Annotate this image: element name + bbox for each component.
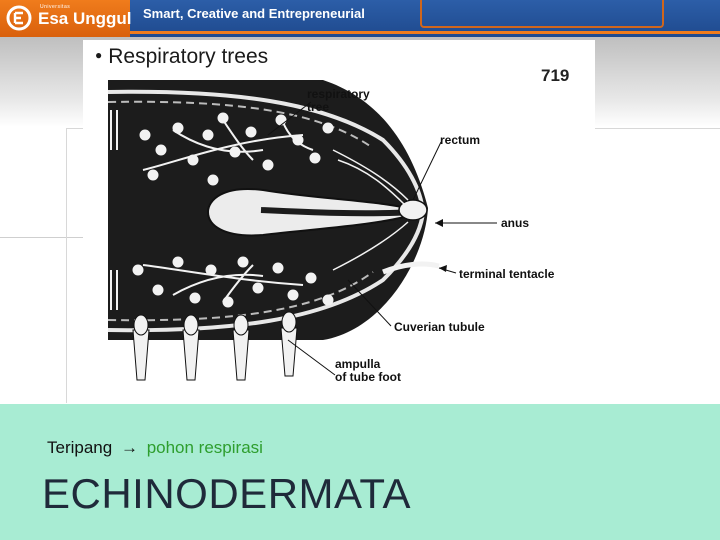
label-terminal-tentacle: terminal tentacle <box>459 268 554 281</box>
respiratory-tree-figure: ●Respiratory trees 719 respiratory tree … <box>83 40 595 404</box>
label-anus: anus <box>501 217 529 230</box>
label-ampulla: ampulla of tube foot <box>335 358 401 384</box>
slide-subtitle: Teripang → pohon respirasi <box>47 438 263 458</box>
figure-number: 719 <box>541 66 569 86</box>
label-rectum: rectum <box>440 134 480 147</box>
header-decoration <box>420 0 664 28</box>
header-accent-line <box>130 31 720 34</box>
esa-unggul-logo-icon <box>6 5 32 31</box>
subtitle-left: Teripang <box>47 438 112 457</box>
slide-title: ECHINODERMATA <box>42 470 411 518</box>
arrow-right-icon: → <box>121 438 138 457</box>
figure-title: ● Respiratory trees <box>95 45 268 69</box>
logo-text: Esa Unggul <box>38 9 132 29</box>
bullet-icon: ● <box>95 48 102 62</box>
subtitle-right: pohon respirasi <box>147 438 263 457</box>
header-banner: Universitas Esa Unggul Smart, Creative a… <box>0 0 720 37</box>
label-respiratory-tree: respiratory tree <box>307 88 370 114</box>
label-cuverian-tubule: Cuverian tubule <box>394 321 485 334</box>
figure-title-text: Respiratory trees <box>108 45 268 68</box>
divider-line <box>66 128 67 403</box>
university-tagline: Smart, Creative and Entrepreneurial <box>143 6 365 21</box>
university-logo[interactable]: Universitas Esa Unggul <box>0 0 130 37</box>
divider-line <box>0 237 85 238</box>
